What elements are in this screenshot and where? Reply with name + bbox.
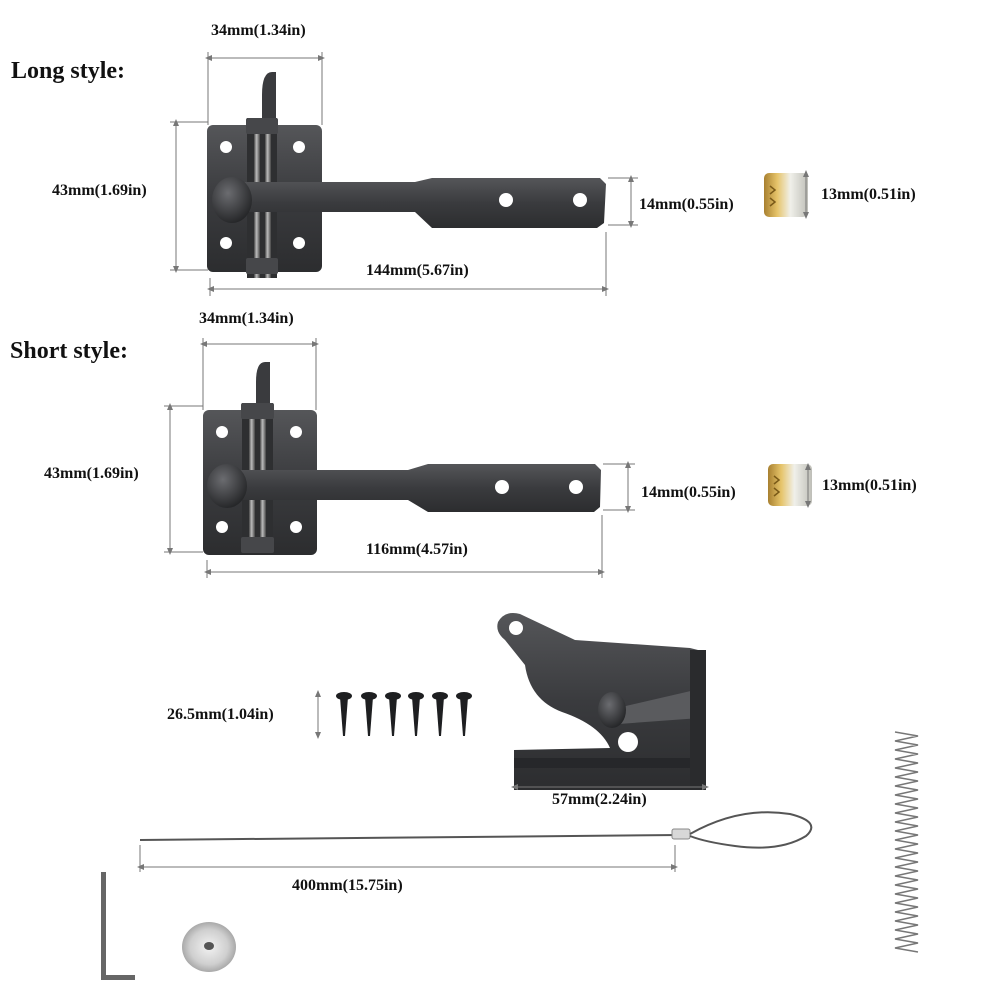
long-style-bar-height-label: 14mm(0.55in) bbox=[639, 196, 734, 213]
spring bbox=[894, 731, 919, 953]
long-style-sleeve-height-label: 13mm(0.51in) bbox=[821, 186, 916, 203]
washer bbox=[182, 922, 236, 972]
short-style-sleeve-height-label: 13mm(0.51in) bbox=[822, 477, 917, 494]
screw bbox=[361, 692, 377, 736]
cable-length-label: 400mm(15.75in) bbox=[292, 877, 403, 894]
screw bbox=[336, 692, 352, 736]
short-style-height-label: 43mm(1.69in) bbox=[44, 465, 139, 482]
screw-length-label: 26.5mm(1.04in) bbox=[167, 706, 274, 723]
screw bbox=[432, 692, 448, 736]
long-style-length-label: 144mm(5.67in) bbox=[366, 262, 469, 279]
long-style-title: Long style: bbox=[11, 58, 125, 84]
long-style-plate-width-label: 34mm(1.34in) bbox=[211, 22, 306, 39]
short-style-bar-height-label: 14mm(0.55in) bbox=[641, 484, 736, 501]
short-style-latch bbox=[203, 362, 601, 555]
pull-cable bbox=[139, 811, 813, 849]
short-style-sleeve bbox=[768, 464, 812, 506]
cable-dimension-line bbox=[137, 845, 678, 872]
long-style-height-label: 43mm(1.69in) bbox=[52, 182, 147, 199]
long-style-latch bbox=[207, 72, 606, 278]
long-style-dimension-lines bbox=[170, 52, 809, 296]
screw bbox=[456, 692, 472, 736]
catch-width-label: 57mm(2.24in) bbox=[552, 791, 647, 808]
short-style-plate-width-label: 34mm(1.34in) bbox=[199, 310, 294, 327]
short-style-length-label: 116mm(4.57in) bbox=[366, 541, 468, 558]
screw bbox=[408, 692, 424, 736]
screw bbox=[385, 692, 401, 736]
short-style-dimension-lines bbox=[164, 338, 811, 578]
short-style-title: Short style: bbox=[10, 338, 128, 364]
long-style-sleeve bbox=[764, 173, 808, 217]
screws bbox=[336, 692, 472, 736]
hex-key bbox=[101, 872, 135, 980]
gate-catch bbox=[497, 613, 706, 790]
